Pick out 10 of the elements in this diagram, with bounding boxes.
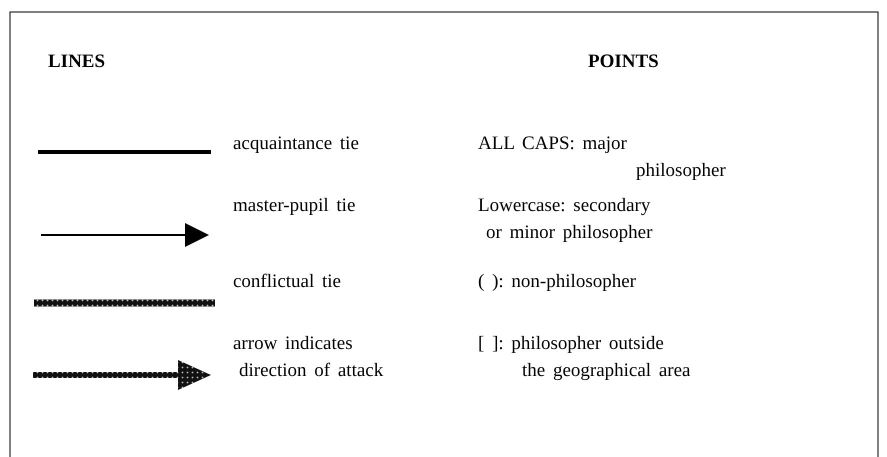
legend-label: acquaintance tie <box>233 132 359 156</box>
legend-label: master-pupil tie <box>233 194 356 218</box>
legend-note: [ ]: philosopher outside the geographical area <box>478 332 690 383</box>
legend-note: ALL CAPS: major philosopher <box>478 132 726 183</box>
legend-label: arrow indicates direction of attack <box>233 332 384 383</box>
legend-label: conflictual tie <box>233 270 341 294</box>
column-heading: POINTS <box>588 50 659 74</box>
column-heading: LINES <box>48 50 106 74</box>
legend-note: ( ): non-philosopher <box>478 270 636 294</box>
legend-note: Lowercase: secondary or minor philosopher <box>478 194 652 245</box>
